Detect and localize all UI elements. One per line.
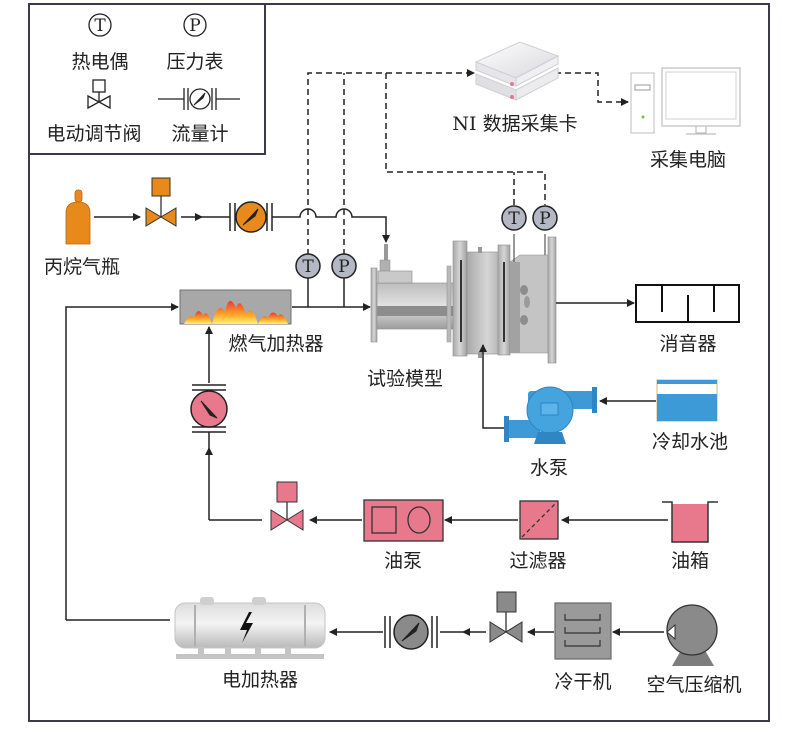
- label-test-model: 试验模型: [367, 368, 443, 390]
- legend: T 热电偶 P 压力表 电动调节阀: [28, 3, 266, 155]
- air-compressor-icon: [666, 604, 718, 666]
- air-flowmeter-icon: [384, 614, 438, 650]
- signal-line-inlet-T: [307, 69, 475, 255]
- thermocouple-symbol: T: [94, 16, 106, 36]
- outlet-T-symbol: T: [508, 209, 520, 229]
- propane-valve-icon: [145, 177, 177, 227]
- inlet-pressure-gauge: P: [331, 253, 357, 279]
- flowmeter-icon: [158, 88, 240, 110]
- legend-label-flowmeter: 流量计: [171, 123, 228, 145]
- oil-valve-icon: [270, 481, 304, 531]
- legend-thermocouple: T 热电偶: [71, 13, 129, 73]
- water-pump-icon: [504, 386, 597, 444]
- pc-icon: [630, 67, 741, 135]
- filter-icon: [519, 500, 559, 540]
- propane-flowmeter-icon: [229, 201, 273, 233]
- gas-heater-icon: [179, 289, 292, 325]
- legend-flowmeter: 流量计: [158, 88, 240, 145]
- air-main-line: [65, 278, 371, 620]
- propane-tank-icon: [65, 189, 91, 245]
- signal-line-daq-pc: [555, 72, 629, 106]
- oil-tank-icon: [662, 501, 718, 543]
- electric-heater-icon: [174, 597, 326, 659]
- ni-daq-card: [474, 41, 560, 284]
- outlet-thermocouple: T: [501, 205, 527, 231]
- legend-box: [28, 3, 266, 155]
- water-line: [479, 344, 656, 429]
- lightning-icon: [240, 612, 253, 643]
- label-dryer: 冷干机: [554, 671, 611, 693]
- outlet-pressure-gauge: P: [532, 205, 558, 231]
- label-pc: 采集电脑: [650, 149, 726, 171]
- legend-label-pressure-gauge: 压力表: [166, 51, 223, 73]
- outlet-P-symbol: P: [539, 209, 550, 229]
- pressure-gauge-symbol: P: [189, 16, 200, 36]
- test-model-icon: [370, 234, 557, 364]
- inlet-thermocouple: T: [295, 253, 321, 279]
- legend-label-thermocouple: 热电偶: [71, 51, 128, 73]
- label-propane-tank: 丙烷气瓶: [44, 256, 120, 278]
- air-valve-icon: [489, 591, 523, 643]
- propane-line: [94, 208, 390, 243]
- inlet-T-symbol: T: [302, 257, 314, 277]
- cooling-pool-icon: [656, 379, 718, 422]
- label-water-pump: 水泵: [530, 457, 568, 479]
- legend-electric-valve: 电动调节阀: [46, 79, 142, 145]
- dryer-icon: [554, 602, 612, 660]
- label-electric-heater: 电加热器: [222, 669, 298, 691]
- label-cooling-pool: 冷却水池: [652, 431, 728, 453]
- oil-flowmeter-icon: [190, 384, 228, 433]
- label-gas-heater: 燃气加热器: [228, 333, 323, 355]
- label-filter: 过滤器: [509, 550, 566, 572]
- thermocouple-icon: [88, 13, 112, 37]
- pressure-gauge-icon: [183, 13, 207, 37]
- oil-pump-icon: [363, 499, 444, 542]
- label-air-compressor: 空气压缩机: [646, 674, 741, 696]
- oil-line: [205, 326, 668, 524]
- outer-frame: [28, 3, 770, 722]
- legend-label-electric-valve: 电动调节阀: [46, 123, 141, 145]
- air-supply-line: [66, 619, 664, 636]
- signal-lines: [307, 69, 629, 255]
- inlet-P-symbol: P: [338, 257, 349, 277]
- legend-pressure-gauge: P 压力表: [166, 13, 224, 73]
- signal-line-outlet: [385, 73, 546, 205]
- label-oil-tank: 油箱: [671, 550, 709, 572]
- label-muffler: 消音器: [659, 333, 716, 355]
- electric-valve-icon: [87, 79, 111, 110]
- label-daq: NI 数据采集卡: [452, 113, 577, 135]
- muffler-icon: [635, 284, 740, 323]
- label-oil-pump: 油泵: [384, 550, 422, 572]
